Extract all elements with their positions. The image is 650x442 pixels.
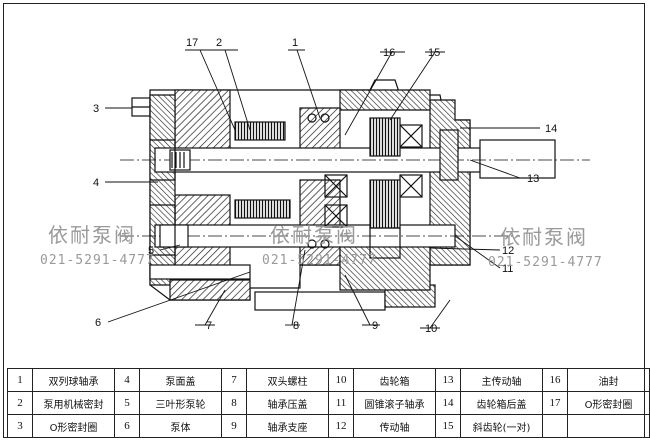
legend-name: 斜齿轮(一对) [460,414,543,438]
legend-num: 2 [7,391,33,415]
watermark-phone-center: 021-5291-4777 [262,253,377,268]
callout-6: 6 [95,317,101,329]
leader-lines [105,49,548,329]
legend-num: 14 [435,391,461,415]
watermark-brand-right: 依耐泵阀 [500,225,588,249]
legend-num: 6 [114,414,140,438]
callout-12: 12 [502,245,514,257]
watermark-brand-left: 依耐泵阀 [48,223,136,247]
watermark-group: 依耐泵阀 021-5291-4777 依耐泵阀 021-5291-4777 依耐… [40,223,603,270]
legend-num: 16 [542,368,568,392]
legend-num: 17 [542,391,568,415]
legend-row: 1 双列球轴承 4 泵面盖 7 双头螺柱 10 齿轮箱 13 主传动轴 16 油… [7,368,650,392]
callout-16: 16 [383,47,395,59]
callout-10: 10 [425,323,437,335]
legend-num: 3 [7,414,33,438]
legend-row: 2 泵用机械密封 5 三叶形泵轮 8 轴承压盖 11 圆锥滚子轴承 14 齿轮箱… [7,391,650,415]
legend-num: 4 [114,368,140,392]
legend-name: 轴承压盖 [246,391,329,415]
callout-13: 13 [527,173,539,185]
legend-name: 圆锥滚子轴承 [353,391,436,415]
legend-name: 齿轮箱 [353,368,436,392]
legend-num: 5 [114,391,140,415]
legend-num: 9 [221,414,247,438]
legend-name: O形密封圈 [567,391,650,415]
legend-name: 泵体 [139,414,222,438]
legend-name [567,414,650,438]
legend-name: O形密封圈 [32,414,115,438]
watermark-brand-center: 依耐泵阀 [270,223,358,247]
legend-num: 11 [328,391,354,415]
callout-17: 17 [186,37,198,49]
callout-2: 2 [216,37,222,49]
pump-assembly [120,79,590,311]
legend-num: 7 [221,368,247,392]
callout-labels: 1 2 3 4 5 6 7 8 9 10 11 12 13 14 15 16 1… [93,37,557,335]
legend-num: 13 [435,368,461,392]
callout-3: 3 [93,103,99,115]
legend-name: 泵用机械密封 [32,391,115,415]
legend-num: 10 [328,368,354,392]
legend-row: 3 O形密封圈 6 泵体 9 轴承支座 12 传动轴 15 斜齿轮(一对) [7,414,650,438]
legend-name: 主传动轴 [460,368,543,392]
watermark-phone-right: 021-5291-4777 [488,255,603,270]
callout-14: 14 [545,123,557,135]
legend-name: 双头螺柱 [246,368,329,392]
callout-11: 11 [502,263,513,275]
drawing-frame [3,3,645,438]
callout-8: 8 [293,320,299,332]
legend-name: 轴承支座 [246,414,329,438]
legend-num [542,414,568,438]
callout-1: 1 [292,37,298,49]
callout-5: 5 [148,245,154,257]
legend-num: 12 [328,414,354,438]
callout-15: 15 [428,47,440,59]
legend-num: 1 [7,368,33,392]
parts-legend-table: 1 双列球轴承 4 泵面盖 7 双头螺柱 10 齿轮箱 13 主传动轴 16 油… [7,368,650,438]
legend-num: 8 [221,391,247,415]
legend-num: 15 [435,414,461,438]
legend-name: 三叶形泵轮 [139,391,222,415]
legend-name: 双列球轴承 [32,368,115,392]
watermark-phone-left: 021-5291-4777 [40,253,155,268]
callout-4: 4 [93,177,99,189]
legend-name: 齿轮箱后盖 [460,391,543,415]
callout-9: 9 [372,320,378,332]
legend-name: 油封 [567,368,650,392]
pump-cross-section-drawing: 1 2 3 4 5 6 7 8 9 10 11 12 13 14 15 16 1… [40,37,603,335]
legend-name: 传动轴 [353,414,436,438]
callout-7: 7 [206,320,212,332]
legend-name: 泵面盖 [139,368,222,392]
